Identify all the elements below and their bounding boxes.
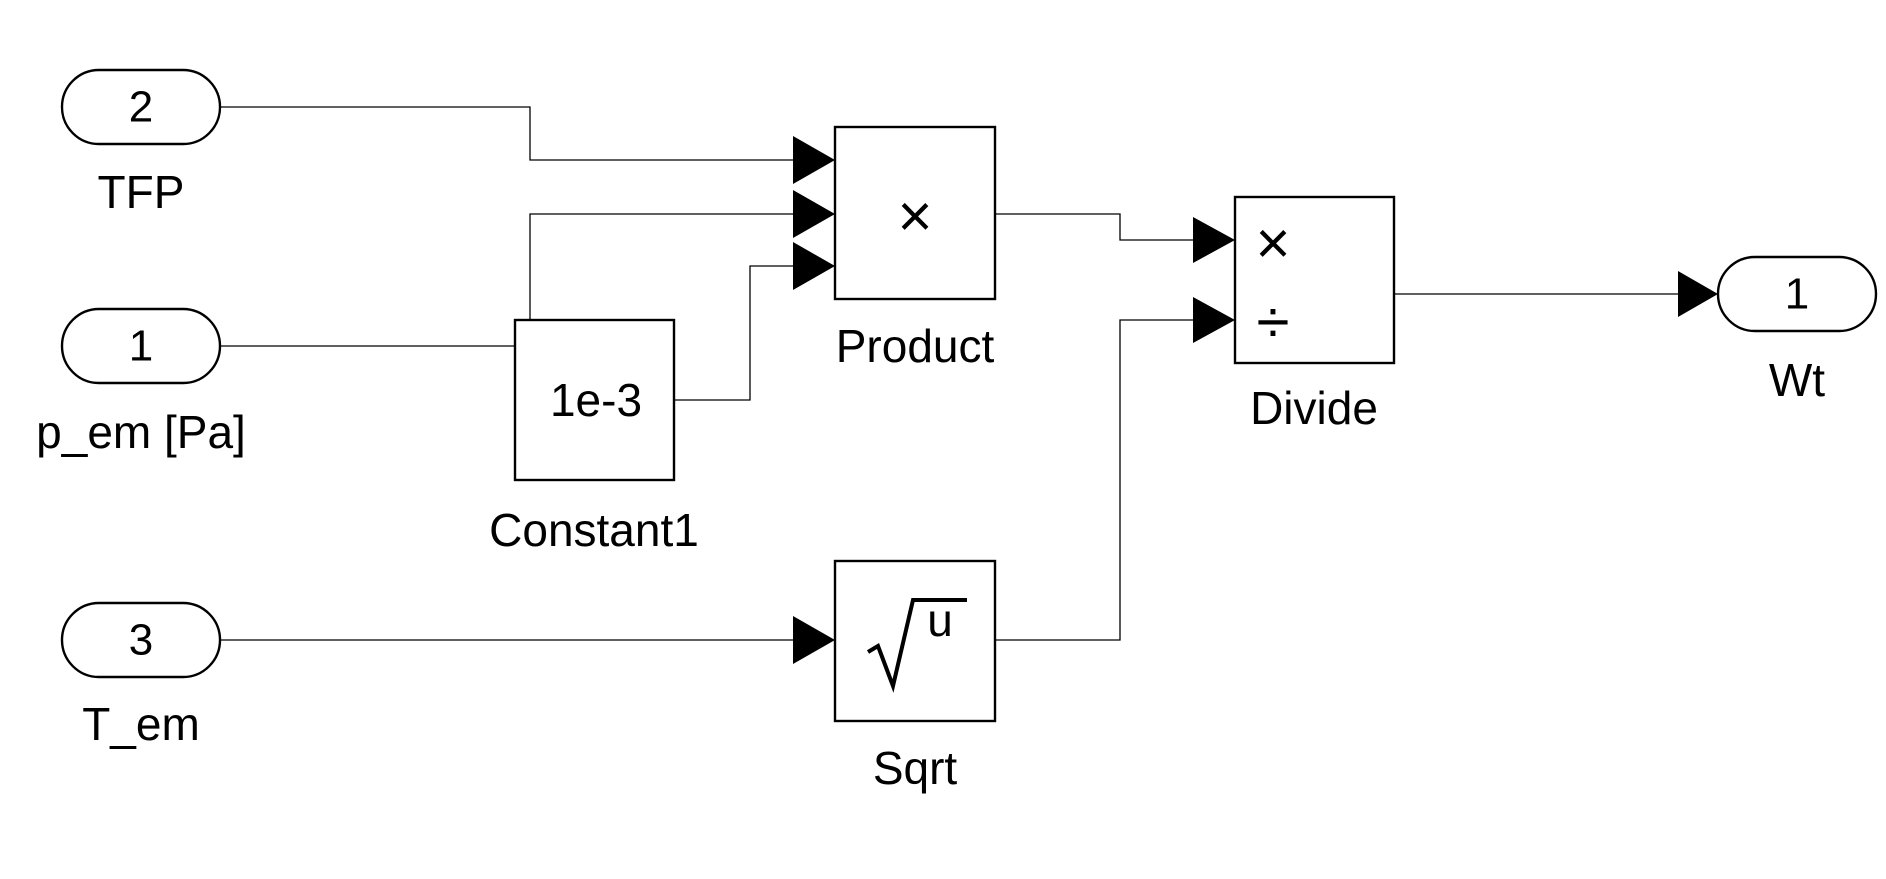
- arrow-sqrt-in: [793, 616, 835, 664]
- outport-wt-number: 1: [1785, 270, 1809, 319]
- inport-tem-label: T_em: [82, 698, 200, 750]
- inport-tem-number: 3: [129, 616, 153, 665]
- inport-tfp-number: 2: [129, 83, 153, 132]
- arrow-divide-in2: [1193, 297, 1235, 343]
- wire-product-to-divide[interactable]: [995, 213, 1195, 241]
- product-label: Product: [836, 320, 995, 372]
- inport-pem-label: p_em [Pa]: [36, 406, 246, 458]
- sqrt-block[interactable]: u Sqrt: [833, 559, 997, 794]
- arrow-wt-in: [1678, 271, 1718, 317]
- product-symbol: ×: [897, 183, 932, 250]
- constant-block[interactable]: 1e-3 Constant1: [489, 318, 699, 556]
- inport-pem-number: 1: [129, 322, 153, 371]
- wire-constant-to-product[interactable]: [674, 265, 795, 401]
- sqrt-label: Sqrt: [873, 742, 958, 794]
- wire-sqrt-to-divide[interactable]: [995, 319, 1195, 641]
- constant-label: Constant1: [489, 504, 699, 556]
- divide-block[interactable]: × ÷ Divide: [1233, 195, 1396, 434]
- sqrt-symbol: u: [927, 594, 953, 646]
- inport-tem[interactable]: 3 T_em: [60, 601, 222, 750]
- arrow-divide-in1: [1193, 217, 1235, 263]
- inport-tfp[interactable]: 2 TFP: [60, 68, 222, 218]
- arrow-product-in3: [793, 242, 835, 290]
- outport-wt[interactable]: 1 Wt: [1716, 255, 1878, 406]
- arrow-product-in1: [793, 136, 835, 184]
- inport-tfp-label: TFP: [98, 166, 185, 218]
- divide-divide-symbol: ÷: [1257, 289, 1290, 356]
- wire-tfp-to-product[interactable]: [220, 106, 795, 161]
- outport-wt-label: Wt: [1769, 354, 1825, 406]
- arrow-product-in2: [793, 190, 835, 238]
- inport-pem[interactable]: 1 p_em [Pa]: [36, 307, 246, 458]
- divide-label: Divide: [1250, 382, 1378, 434]
- sqrt-radical-icon: [866, 598, 967, 693]
- product-block[interactable]: × Product: [833, 125, 997, 372]
- wire-pem-to-product[interactable]: [220, 213, 795, 347]
- constant-value: 1e-3: [550, 374, 642, 426]
- divide-multiply-symbol: ×: [1255, 210, 1290, 277]
